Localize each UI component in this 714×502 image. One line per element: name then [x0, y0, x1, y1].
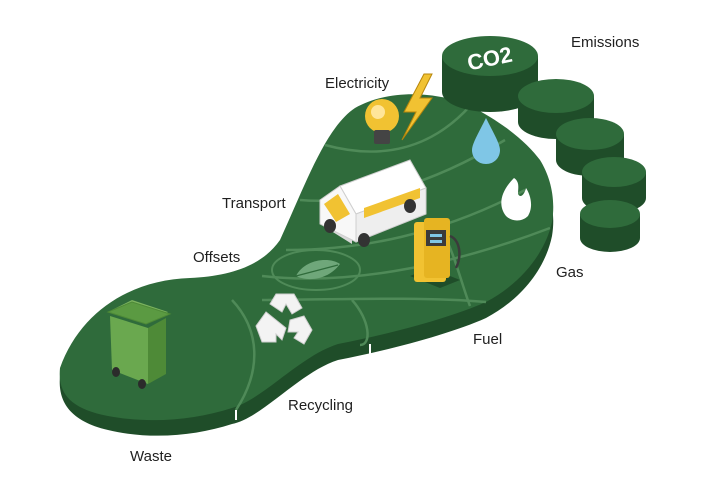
label-fuel: Fuel: [473, 331, 503, 348]
toe-3: [556, 118, 624, 176]
label-emissions: Emissions: [571, 34, 640, 51]
label-recycling: Recycling: [288, 397, 354, 414]
flame-icon: [501, 178, 532, 221]
van-icon: [319, 159, 427, 247]
segment-gaps: [235, 344, 371, 420]
water-drop-icon: [472, 118, 500, 164]
label-gas: Gas: [556, 264, 584, 281]
lightning-bolt-icon: [401, 73, 433, 141]
label-offsets: Offsets: [193, 249, 241, 266]
toe-small: [580, 200, 640, 252]
toe-big: CO2: [442, 36, 538, 112]
leaf-icon: [271, 249, 361, 291]
fuel-pump-icon: [410, 218, 461, 288]
trash-bin-icon: [106, 300, 172, 389]
label-electricity: Electricity: [325, 75, 390, 92]
toes: CO2: [442, 36, 646, 252]
recycle-icon: [255, 293, 313, 345]
label-waste: Waste: [130, 448, 172, 465]
lightbulb-icon: [365, 99, 399, 144]
toe-4: [582, 157, 646, 213]
label-transport: Transport: [222, 195, 286, 212]
sole-top: [59, 94, 554, 421]
